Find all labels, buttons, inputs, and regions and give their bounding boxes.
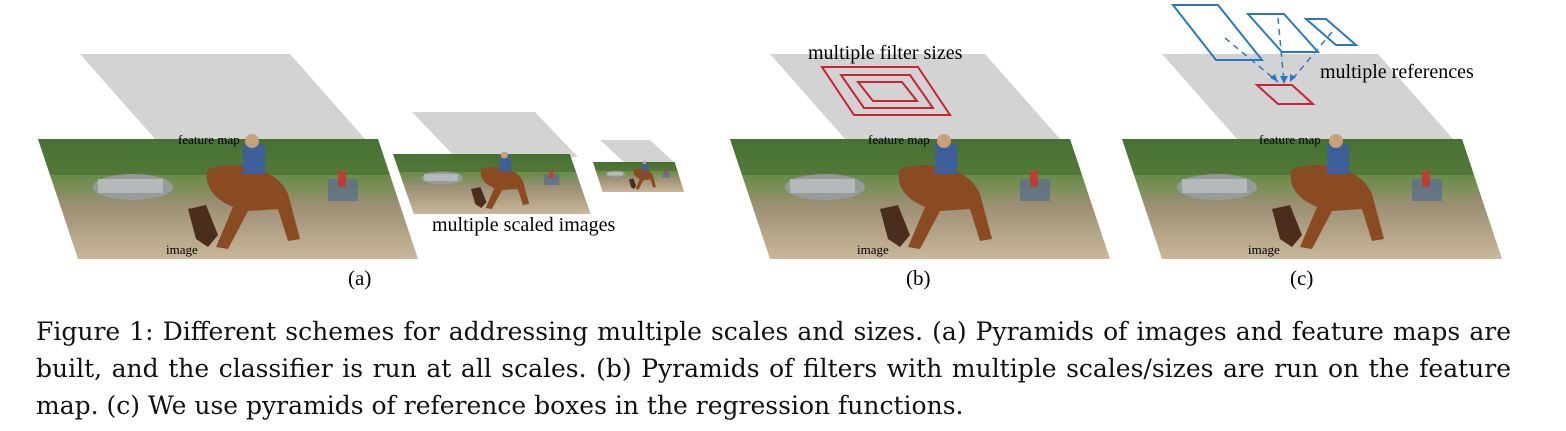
panel-a	[38, 54, 685, 259]
image-label-b: image	[857, 242, 889, 257]
subcaption-b: (b)	[906, 266, 931, 290]
feature-map-plane-medium	[412, 112, 578, 157]
photo-small	[593, 160, 685, 192]
annotation-c: multiple references	[1320, 61, 1474, 83]
feature-map-plane-small	[600, 140, 675, 163]
image-label-a: image	[166, 242, 198, 257]
filter-box-small	[855, 81, 920, 102]
photo-medium	[393, 151, 591, 214]
annotation-b: multiple filter sizes	[808, 42, 963, 64]
reference-boxes	[1170, 4, 1359, 61]
image-label-c: image	[1248, 242, 1280, 257]
panel-b	[730, 54, 1110, 259]
reference-arrowheads	[1270, 74, 1296, 84]
photo	[1122, 134, 1502, 259]
reference-projection-lines	[1224, 17, 1333, 83]
feature-map-plane	[770, 54, 1068, 148]
feature-map-plane-large	[80, 54, 373, 148]
reference-box-medium	[1245, 13, 1321, 53]
figure-caption: Figure 1: Different schemes for addressi…	[36, 317, 1511, 420]
feature-map-label-c: feature map	[1259, 132, 1321, 147]
subcaption-a: (a)	[348, 266, 372, 290]
figure-diagram	[38, 4, 1502, 259]
annotation-a: multiple scaled images	[432, 214, 616, 236]
photo-large	[38, 134, 418, 259]
filter-boxes	[820, 66, 952, 116]
panel-c	[1122, 4, 1502, 259]
subcaption-c: (c)	[1290, 266, 1314, 290]
feature-map-label-b: feature map	[868, 132, 930, 147]
filter-box-medium	[839, 74, 935, 109]
feature-map-plane	[1162, 54, 1461, 148]
photo	[730, 134, 1110, 259]
feature-map-label-a: feature map	[178, 132, 240, 147]
filter-box-large	[820, 66, 952, 116]
reference-box-small	[1303, 18, 1359, 46]
target-box	[1254, 84, 1316, 105]
reference-box-large	[1170, 4, 1265, 61]
